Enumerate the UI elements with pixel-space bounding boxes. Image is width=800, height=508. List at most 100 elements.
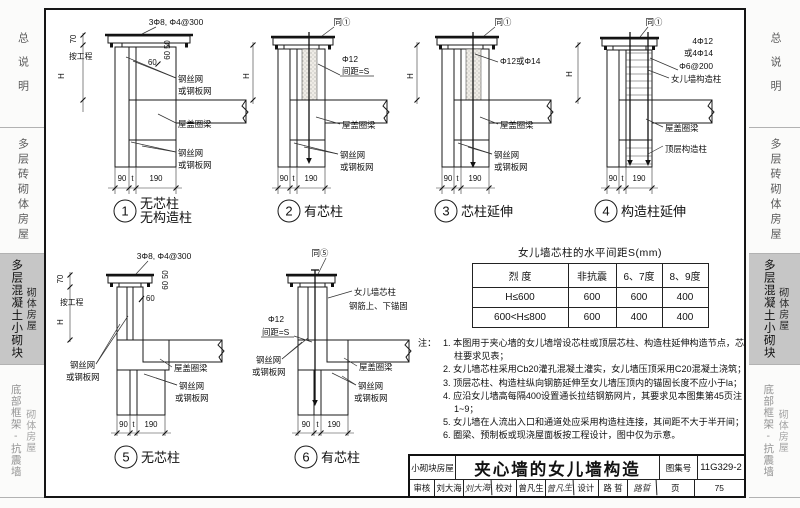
mesh-label: 或钢板网 — [494, 162, 528, 172]
detail-number: 5 — [122, 450, 129, 465]
table-cell: 600 — [567, 307, 617, 328]
notes-block: 注： 1. 本图用于夹心墙的女儿墙增设芯柱或顶层芯柱、构造柱延伸构造节点，芯柱要… — [418, 337, 750, 443]
sidebar-left-section-bottom-frame: 底部框架-抗震墙砌体房屋 — [0, 365, 44, 498]
same-as-label: 同① — [334, 17, 351, 27]
dim-t: t — [621, 174, 624, 183]
dim-t: t — [131, 174, 134, 183]
mesh-label: 或钢板网 — [178, 86, 212, 96]
detail-caption: 有芯柱 — [321, 450, 360, 465]
col-bars-label: 或4Φ14 — [684, 48, 713, 58]
table-cell: 600 — [567, 287, 617, 308]
reviewer-label: 审核 — [410, 480, 435, 496]
atlas-number: 11G329-2 — [700, 462, 742, 473]
mesh-label: 钢丝网 — [178, 148, 203, 158]
ring-beam-label: 屋盖圈梁 — [174, 363, 208, 373]
sidebar-sublabel: 砌体房屋 — [776, 287, 788, 331]
dim-t: t — [132, 420, 135, 429]
designer-name: 路 晢 — [599, 480, 629, 496]
ring-beam-label: 屋盖圈梁 — [178, 119, 212, 129]
atlas-number-label: 图集号 — [660, 456, 698, 479]
core-column-spacing-table: 女儿墙芯柱的水平间距S(mm) 烈 度 非抗震 6、7度 8、9度 H≤600 … — [470, 245, 710, 328]
dim-190: 190 — [327, 420, 341, 429]
sidebar-label: 多层混凝土小砌块 — [762, 259, 775, 359]
detail-1-geometry — [80, 26, 249, 223]
detail-6-geometry — [261, 257, 412, 469]
table-row: 600<H≤800 600 400 400 — [471, 307, 709, 328]
dim-70: 70 — [69, 34, 78, 43]
detail-caption: 芯柱延伸 — [461, 204, 513, 219]
col-ties-label: Φ6@200 — [679, 61, 713, 71]
dim-60-50: 60 50 — [163, 40, 172, 60]
checker-name: 曾凡生 — [517, 480, 547, 496]
dim-90: 90 — [609, 174, 618, 183]
mesh-label: 或钢板网 — [252, 367, 286, 377]
detail-caption: 无芯柱 — [140, 196, 179, 211]
sidebar-right-section-general-notes: 总说明 — [749, 8, 800, 128]
sidebar-label: 总说明 — [16, 31, 29, 104]
detail-4-geometry — [575, 26, 715, 223]
table-header: 非抗震 — [567, 263, 617, 288]
dim-90: 90 — [118, 174, 127, 183]
sidebar-left-section-concrete-block-active: 多层混凝土小砌块砌体房屋 — [0, 254, 44, 365]
dim-70: 70 — [56, 274, 65, 283]
detail-2-geometry — [250, 26, 390, 223]
sidebar-label: 底部框架-抗震墙 — [9, 384, 22, 478]
dim-H: H — [406, 73, 415, 79]
same-as-label: 同⑤ — [312, 248, 329, 258]
designer-label: 设计 — [574, 480, 599, 496]
rebar-label: 3Φ8, Φ4@300 — [149, 17, 204, 27]
page-number: 75 — [714, 483, 724, 493]
detail-3-geometry — [414, 26, 554, 223]
dim-H: H — [57, 73, 66, 79]
mesh-label: 或钢板网 — [66, 372, 100, 382]
note-item: 1. 本图用于夹心墙的女儿墙增设芯柱或顶层芯柱、构造柱延伸构造节点，芯柱要求见表… — [443, 338, 745, 362]
dim-190: 190 — [632, 174, 646, 183]
table-title: 女儿墙芯柱的水平间距S(mm) — [518, 247, 662, 259]
mesh-label: 或钢板网 — [354, 393, 388, 403]
table-cell: 600<H≤800 — [471, 307, 569, 328]
core-spacing-label: 间距=S — [342, 66, 370, 76]
sidebar-label: 总说明 — [769, 31, 781, 104]
sidebar-right-section-brick-masonry: 多层砖砌体房屋 — [749, 128, 800, 254]
detail-number: 4 — [602, 204, 609, 219]
table-header: 8、9度 — [661, 263, 709, 288]
detail-1-drawing: 3Φ8, Φ4@300 70 按工程 H 60 50 60 钢丝网 或钢板网 屋… — [57, 17, 249, 225]
mesh-label: 钢丝网 — [358, 381, 383, 391]
per-project-label: 按工程 — [69, 51, 93, 61]
detail-5-drawing: 3Φ8, Φ4@300 70 按工程 H 60 50 60 钢丝网 或钢板网 屋… — [56, 251, 225, 469]
mesh-label: 钢丝网 — [70, 360, 95, 370]
detail-caption: 构造柱延伸 — [621, 204, 686, 219]
table-header: 烈 度 — [471, 263, 569, 288]
dim-190: 190 — [149, 174, 163, 183]
detail-number: 1 — [121, 204, 128, 219]
dim-H: H — [565, 71, 574, 77]
dim-190: 190 — [144, 420, 158, 429]
sidebar-label: 多层混凝土小砌块 — [10, 259, 23, 359]
note-item: 2. 女儿墙芯柱采用Cb20灌孔混凝土灌实，女儿墙压顶采用C20混凝土浇筑； — [443, 364, 747, 375]
ring-beam-label: 屋盖圈梁 — [359, 362, 393, 372]
reviewer-name: 刘大海 — [435, 480, 465, 496]
note-item: 4. 应沿女儿墙高每隔400设置通长拉结钢筋网片，其要求见本图集第45页注1~9… — [443, 390, 743, 415]
detail-number: 3 — [442, 204, 449, 219]
table-cell: 600 — [615, 287, 663, 308]
dim-t: t — [316, 420, 319, 429]
core-bar-label: Φ12 — [268, 314, 284, 324]
mesh-label: 钢丝网 — [340, 150, 365, 160]
dim-90: 90 — [444, 174, 453, 183]
sidebar-right-section-concrete-block-active: 多层混凝土小砌块砌体房屋 — [749, 254, 800, 365]
dim-90: 90 — [302, 420, 311, 429]
detail-number: 6 — [302, 450, 309, 465]
ring-beam-label: 屋盖圈梁 — [665, 123, 699, 133]
table-row: H≤600 600 600 400 — [471, 287, 709, 308]
dim-90: 90 — [119, 420, 128, 429]
mesh-label: 钢丝网 — [179, 381, 204, 391]
sidebar-right-section-bottom-frame: 底部框架-抗震墙砌体房屋 — [749, 365, 800, 498]
table-cell: H≤600 — [471, 287, 569, 308]
dim-190: 190 — [304, 174, 318, 183]
ring-beam-label: 屋盖圈梁 — [342, 120, 376, 130]
sidebar-left-section-brick-masonry: 多层砖砌体房屋 — [0, 128, 44, 254]
dim-60: 60 — [146, 294, 155, 303]
mesh-label: 钢丝网 — [178, 74, 203, 84]
sidebar-sublabel: 砌体房屋 — [24, 287, 36, 331]
mesh-label: 钢丝网 — [256, 355, 281, 365]
